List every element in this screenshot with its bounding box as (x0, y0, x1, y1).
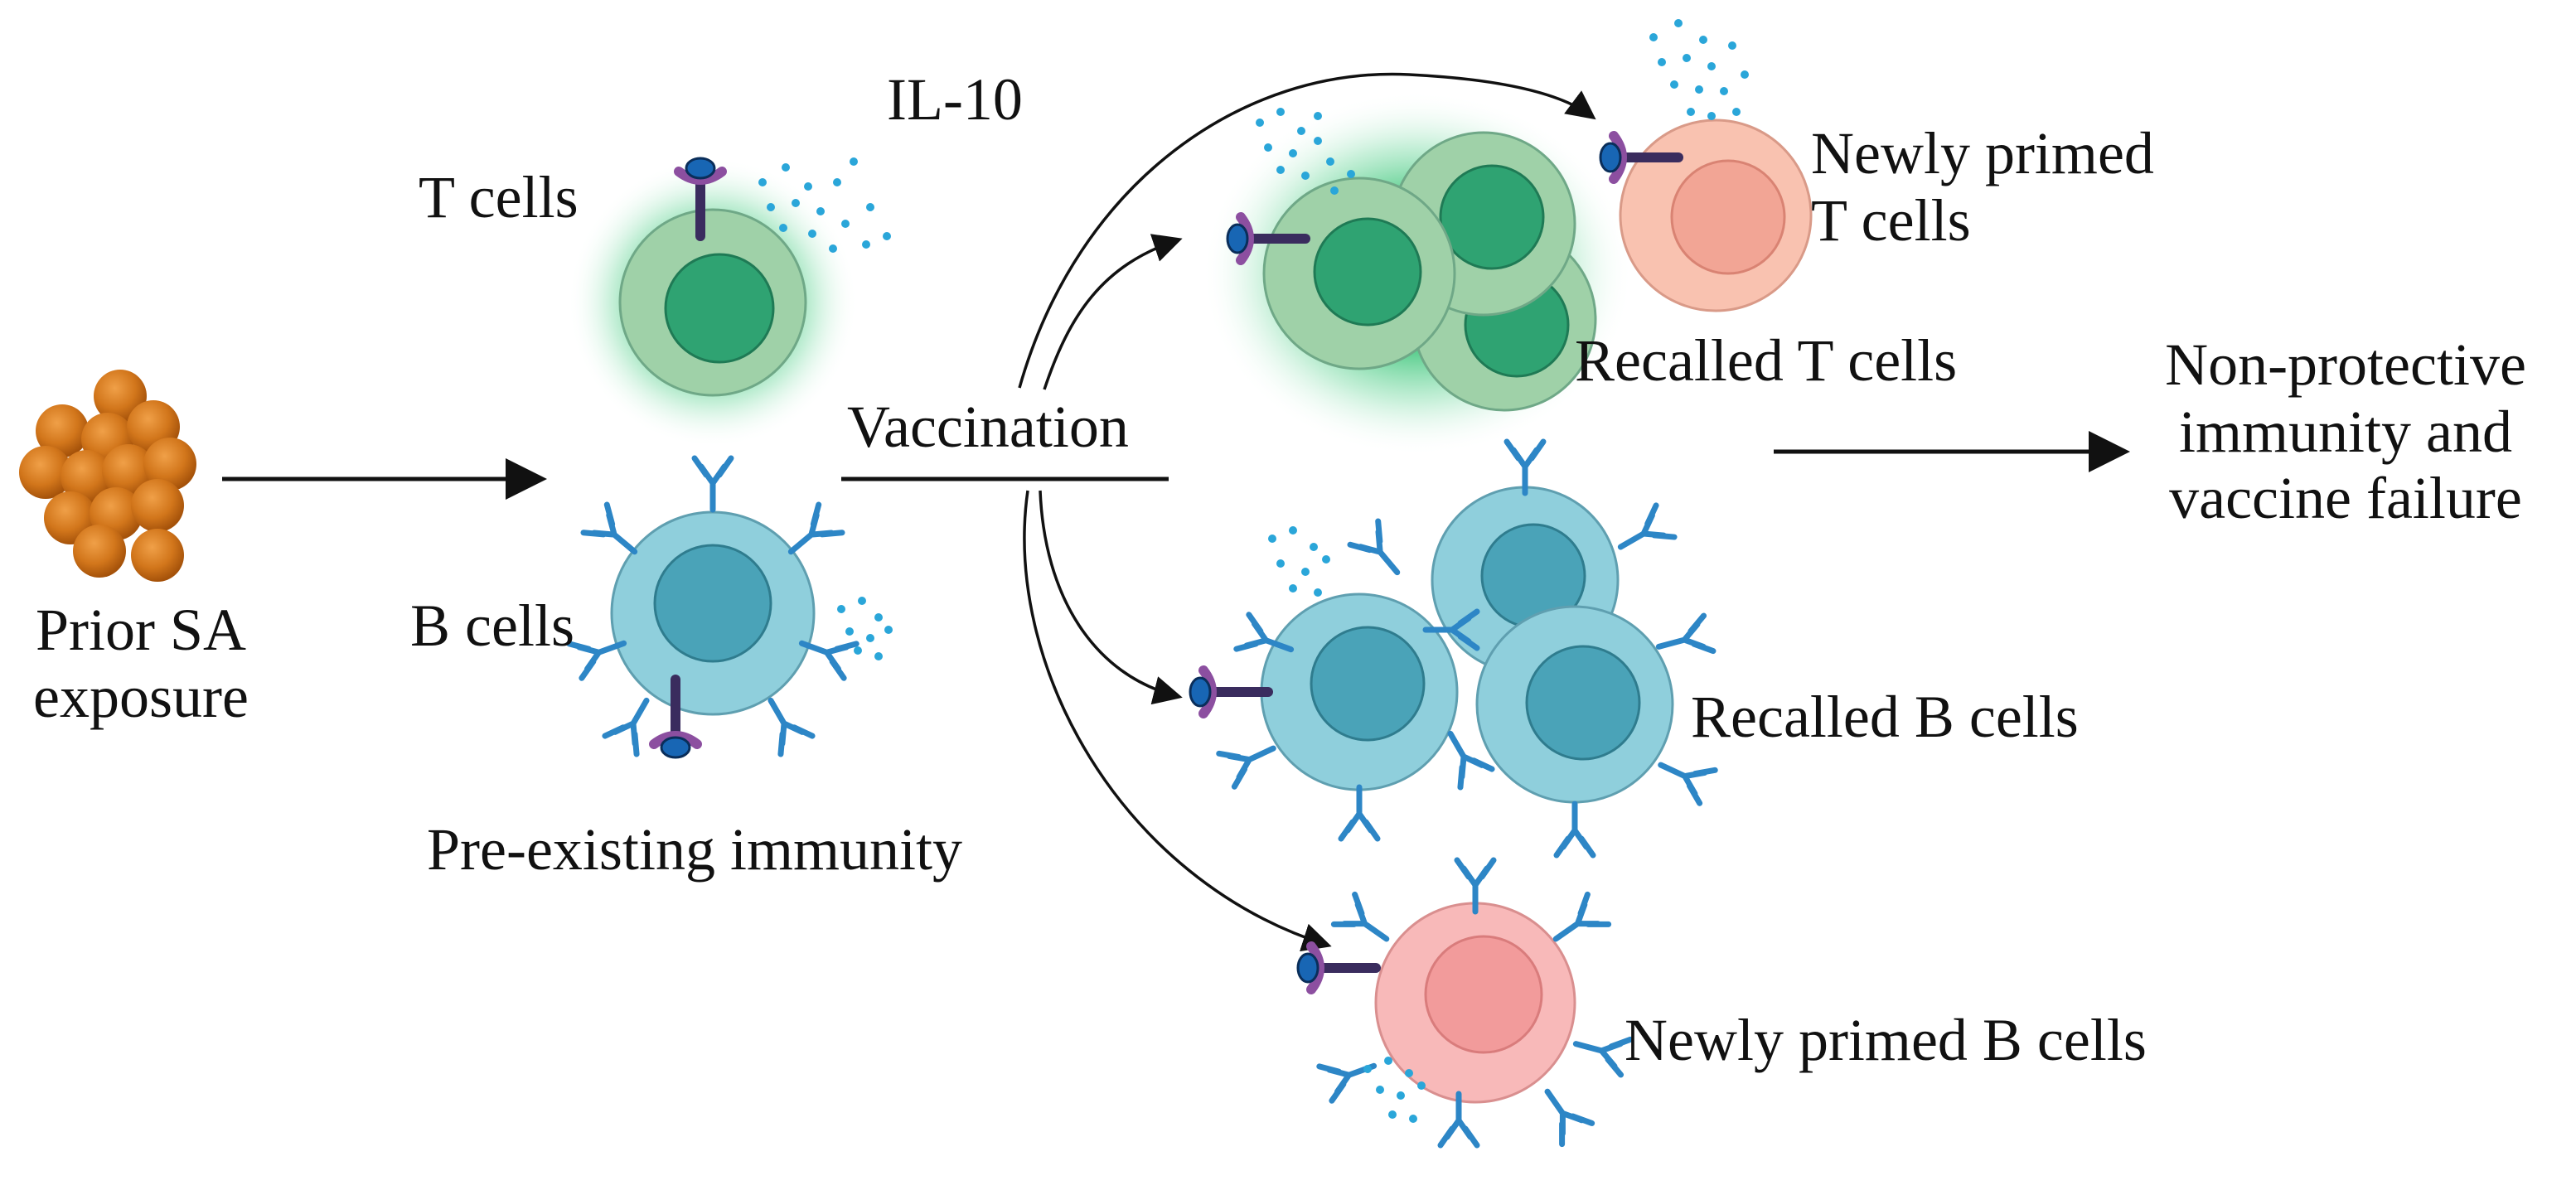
t-cell-pre-existing (568, 157, 858, 447)
bacteria-cluster-icon (19, 370, 196, 582)
newly-primed-b-cytokine-dots (1363, 1057, 1426, 1123)
vaccination-arrows (1018, 72, 1596, 952)
newly-primed-t-cell (1600, 119, 1813, 312)
prior-exposure-label: Prior SA exposure (0, 597, 282, 730)
b-cell-cytokine-dots (837, 597, 893, 660)
recalled-t-cells (1202, 91, 1633, 456)
newly-primed-t-label: Newly primed T cells (1811, 120, 2154, 254)
b-cells-label: B cells (410, 593, 574, 659)
recalled-b-cells (1190, 442, 1715, 855)
newly-primed-t-line-1: Newly primed (1811, 120, 2154, 186)
outcome-line-2: immunity and (2179, 398, 2512, 465)
recalled-t-cells-label: Recalled T cells (1575, 327, 1958, 394)
recalled-b-cells-label: Recalled B cells (1691, 684, 2079, 750)
pre-existing-immunity-label: Pre-existing immunity (427, 816, 962, 883)
newly-primed-t-cytokine-dots (1649, 19, 1749, 120)
newly-primed-b-cell (1298, 860, 1630, 1145)
prior-exposure-line-1: Prior SA (35, 597, 247, 663)
newly-primed-t-line-2: T cells (1811, 186, 1971, 254)
il10-cytokine-dots (758, 157, 891, 253)
t-cells-label: T cells (419, 164, 579, 230)
vaccination-label: Vaccination (847, 394, 1129, 460)
prior-exposure-line-2: exposure (33, 663, 249, 730)
recalled-t-cytokine-dots (1256, 108, 1355, 195)
outcome-line-1: Non-protective (2165, 331, 2526, 398)
recalled-b-cytokine-dots (1268, 526, 1330, 597)
outcome-label: Non-protective immunity and vaccine fail… (2122, 331, 2569, 532)
il10-label: IL-10 (887, 66, 1023, 133)
b-cell-pre-existing (569, 458, 856, 757)
outcome-line-3: vaccine failure (2169, 465, 2522, 532)
newly-primed-b-cells-label: Newly primed B cells (1625, 1007, 2147, 1073)
